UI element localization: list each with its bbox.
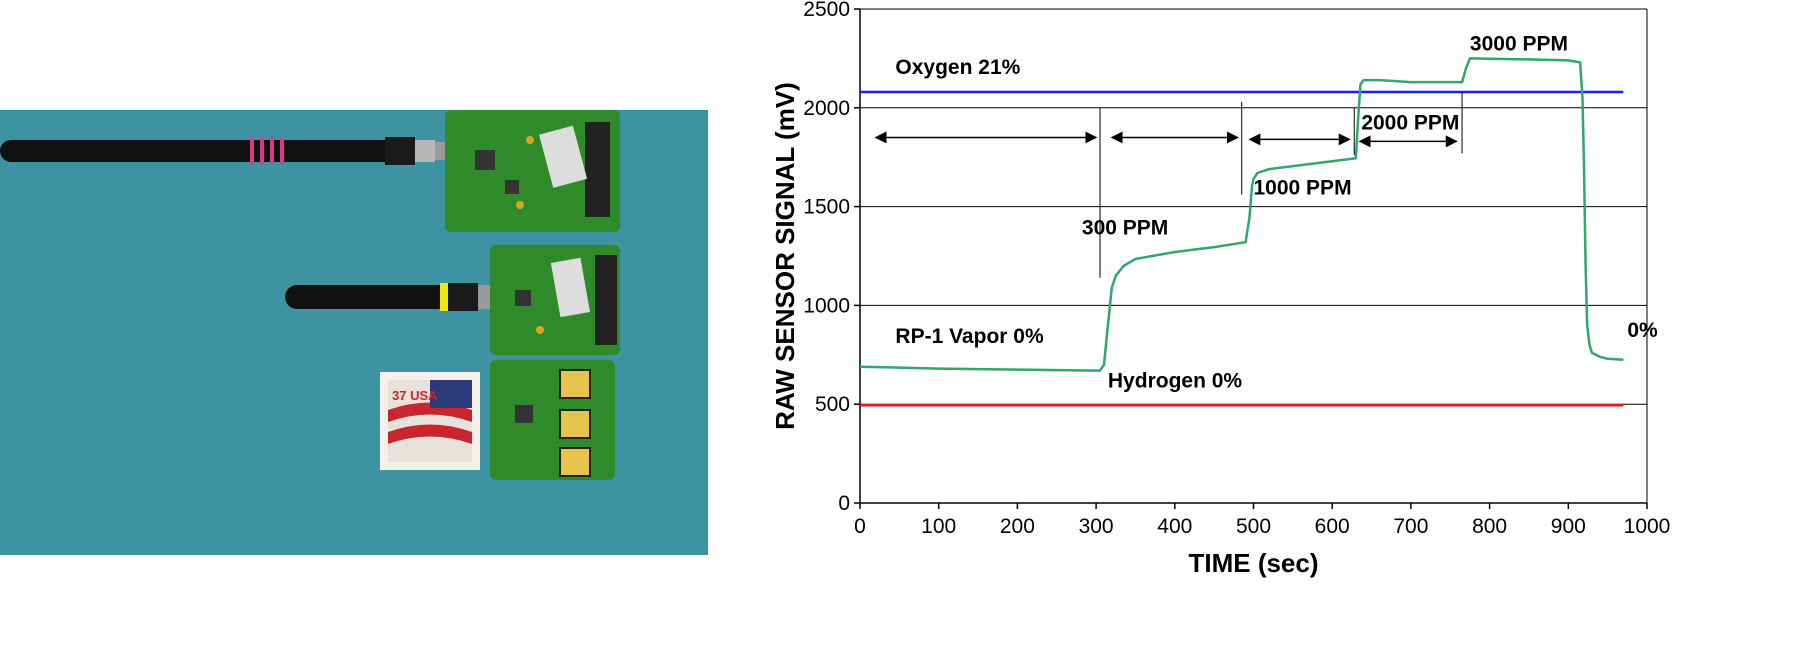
chart-series xyxy=(859,57,1624,407)
y-tick-label: 1000 xyxy=(803,294,850,317)
antenna-icon xyxy=(285,283,498,311)
chart-grid xyxy=(854,8,1648,509)
antenna-icon xyxy=(0,137,445,165)
sensor-boards-photo: 37 USA xyxy=(0,110,708,555)
x-tick-label: 0 xyxy=(854,515,866,538)
x-tick-label: 1000 xyxy=(1624,515,1671,538)
x-tick-label: 800 xyxy=(1472,515,1507,538)
sensor-board-icon xyxy=(490,245,620,355)
y-tick-label: 0 xyxy=(838,492,850,515)
y-tick-label: 1500 xyxy=(803,196,850,219)
y-tick-label: 2000 xyxy=(803,97,850,120)
chart-annotations: Oxygen 21% RP-1 Vapor 0% Hydrogen 0% 300 PP… xyxy=(895,32,1658,392)
chart-markers xyxy=(874,91,1463,278)
annotation-ppm2000: 2000 PPM xyxy=(1361,112,1459,135)
x-tick-label: 500 xyxy=(1236,515,1271,538)
y-tick-label: 500 xyxy=(815,393,850,416)
y-axis-label: RAW SENSOR SIGNAL (mV) xyxy=(770,82,800,430)
sensor-board-icon xyxy=(490,360,615,480)
sensor-signal-chart: 0 500 1000 1500 2000 2500 0 100 200 300 400 500 600 7… xyxy=(770,0,1670,578)
x-tick-label: 900 xyxy=(1551,515,1586,538)
stamp-text: 37 USA xyxy=(392,388,438,403)
sensor-board-icon xyxy=(445,110,620,232)
annotation-ppm3000: 3000 PPM xyxy=(1470,32,1568,55)
x-tick-label: 400 xyxy=(1157,515,1192,538)
chart-ticks: 0 500 1000 1500 2000 2500 0 100 200 300 400 500 600 7… xyxy=(803,0,1670,538)
annotation-oxygen: Oxygen 21% xyxy=(895,56,1020,79)
x-tick-label: 700 xyxy=(1393,515,1428,538)
annotation-zero: 0% xyxy=(1627,319,1658,342)
x-tick-label: 100 xyxy=(921,515,956,538)
x-tick-label: 300 xyxy=(1079,515,1114,538)
annotation-ppm1000: 1000 PPM xyxy=(1254,177,1352,200)
annotation-ppm300: 300 PPM xyxy=(1082,216,1168,239)
y-tick-label: 2500 xyxy=(803,0,850,21)
annotation-rp1: RP-1 Vapor 0% xyxy=(895,325,1044,348)
x-tick-label: 600 xyxy=(1315,515,1350,538)
x-axis-label: TIME (sec) xyxy=(1188,548,1318,578)
annotation-hydrogen: Hydrogen 0% xyxy=(1108,369,1243,392)
x-tick-label: 200 xyxy=(1000,515,1035,538)
postage-stamp-icon: 37 USA xyxy=(380,372,480,470)
series-line-1 xyxy=(859,57,1624,372)
